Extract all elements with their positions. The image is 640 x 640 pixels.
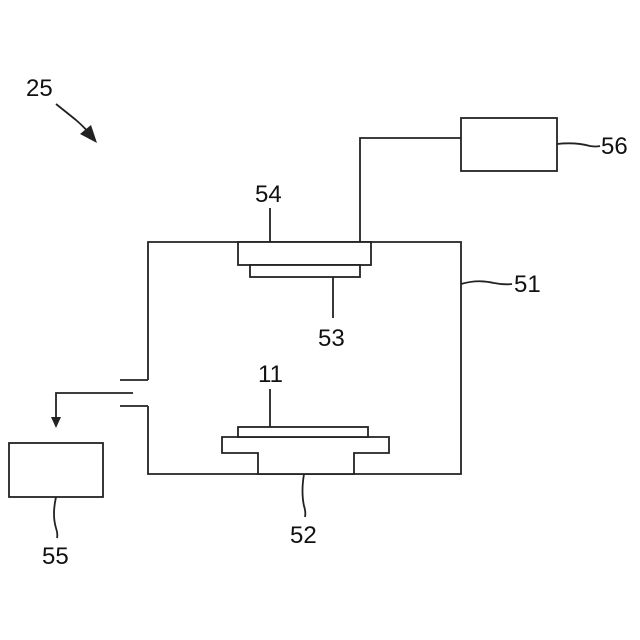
exhaust-unit-box — [9, 443, 103, 497]
label-apparatus: 25 — [26, 75, 53, 102]
apparatus-arrow-curve — [56, 104, 90, 134]
label-power-unit: 56 — [601, 133, 628, 160]
label-upper-plate: 53 — [318, 325, 345, 352]
apparatus-arrowhead — [80, 125, 97, 143]
label-stage: 52 — [290, 522, 317, 549]
label-wafer: 11 — [258, 361, 283, 388]
upper-plate — [250, 265, 360, 277]
label-chamber: 51 — [514, 271, 541, 298]
stage — [222, 437, 389, 474]
stage-leader — [303, 474, 306, 517]
label-upper-holder: 54 — [255, 181, 282, 208]
power-line — [360, 138, 461, 242]
exhaust-arrowhead — [51, 417, 61, 428]
wafer — [238, 427, 368, 437]
power-unit-leader — [557, 143, 600, 146]
power-unit-box — [461, 118, 557, 171]
chamber-leader — [461, 281, 512, 284]
exhaust-unit-leader — [54, 497, 57, 538]
upper-holder — [238, 242, 371, 265]
label-exhaust-unit: 55 — [42, 543, 69, 570]
